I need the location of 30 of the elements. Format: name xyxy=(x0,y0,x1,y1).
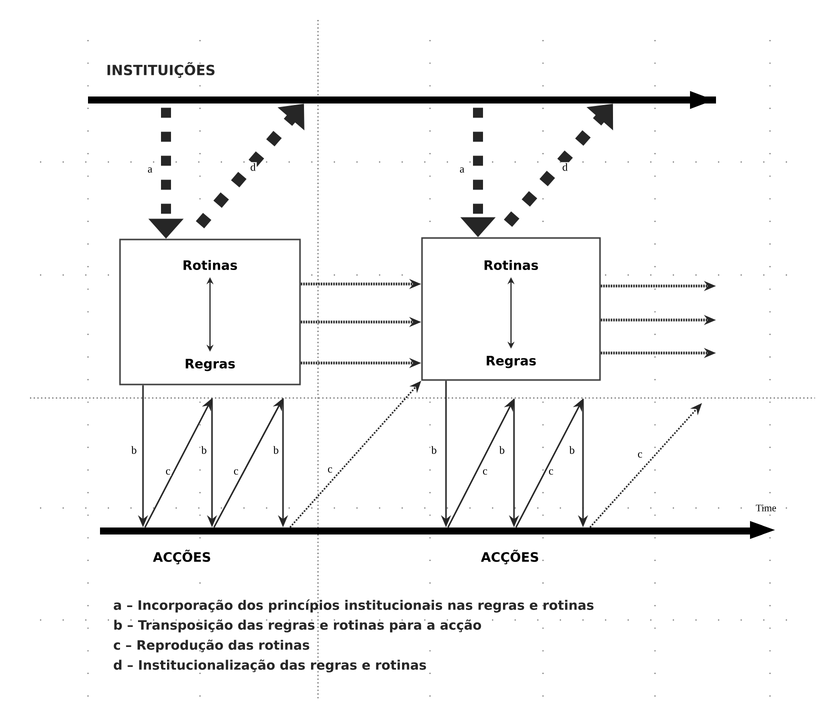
edge-label: b xyxy=(430,445,438,455)
edge-label: c xyxy=(636,451,644,459)
timeline-label: ACÇÕES xyxy=(152,550,210,564)
edge-label: c xyxy=(164,468,172,476)
edge-label: a xyxy=(458,166,466,174)
timeline-heading: INSTITUIÇÕES xyxy=(108,62,214,78)
rules-box xyxy=(119,238,301,386)
edge-label: a xyxy=(146,166,154,174)
edge-label: d xyxy=(249,162,257,172)
edge-label: c xyxy=(326,466,334,474)
box-text: Rotinas xyxy=(184,260,237,270)
axis-label: Time xyxy=(756,504,776,512)
edge-label: b xyxy=(272,445,280,455)
edge-label: b xyxy=(200,445,208,455)
edge-label: b xyxy=(130,445,138,455)
rules-box xyxy=(421,237,601,381)
legend-text: a – Incorporação dos princípios institucionais nas regras e rotinas xyxy=(114,599,594,613)
edge-label: c xyxy=(482,468,488,476)
box-text: Rotinas xyxy=(484,260,538,270)
edge-label: c xyxy=(232,468,240,476)
legend-text: c – Reprodução das rotinas xyxy=(114,640,310,652)
edge-label: d xyxy=(561,162,569,172)
edge-label: b xyxy=(498,445,506,455)
timeline-label: ACÇÕES xyxy=(480,550,538,564)
legend-text: d – Institucionalização das regras e rotinas xyxy=(114,660,426,672)
edge-label: c xyxy=(548,468,554,476)
legend-text: b – Transposição das regras e rotinas para a acção xyxy=(114,620,482,632)
box-text: Regras xyxy=(186,358,235,372)
edge-label: b xyxy=(568,445,576,455)
box-text: Regras xyxy=(486,356,536,368)
